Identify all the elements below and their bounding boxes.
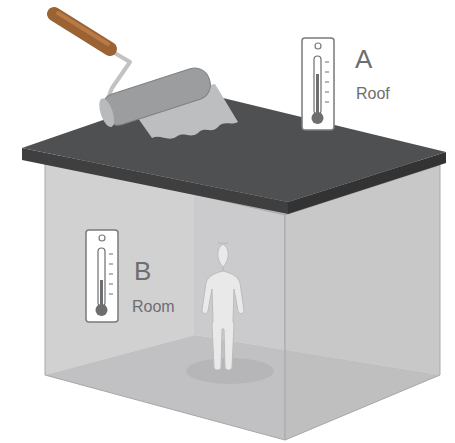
- point-letter: B: [134, 258, 151, 284]
- roller-handle: [54, 14, 110, 49]
- point-name: Roof: [356, 86, 390, 102]
- thermometer-b: [86, 230, 118, 322]
- thermometer-frame: [86, 230, 118, 322]
- point-letter: A: [355, 46, 372, 72]
- thermometer-mercury: [316, 74, 319, 116]
- thermometer-ticks: [109, 254, 113, 294]
- thermometer-mercury: [100, 280, 103, 308]
- thermometer-a: [302, 38, 334, 130]
- roller-cylinder: [98, 64, 214, 129]
- thermometer-bulb: [312, 112, 324, 124]
- thermometer-frame: [302, 38, 334, 130]
- thermometer-hole: [99, 235, 105, 241]
- roller-end: [96, 97, 117, 129]
- thermometer-hole: [315, 43, 321, 49]
- thermometer-bulb: [96, 304, 108, 316]
- point-name: Room: [132, 299, 175, 315]
- roof-top: [22, 90, 446, 202]
- handle-grain: [58, 13, 108, 44]
- roller-group: [96, 64, 214, 130]
- thermometer-ticks: [325, 62, 329, 102]
